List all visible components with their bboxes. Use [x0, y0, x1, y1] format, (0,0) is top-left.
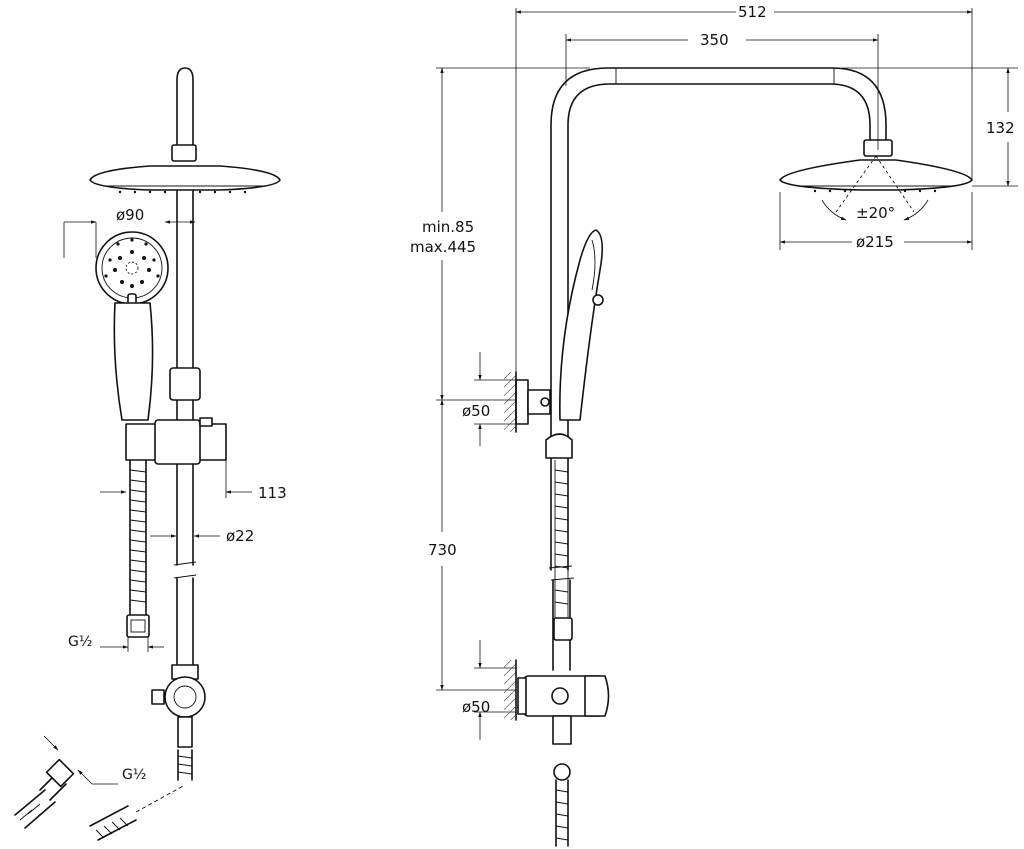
rail-height-min-label: min.85 [422, 218, 474, 236]
rail-diameter-label: ø22 [226, 527, 254, 545]
overall-width-label: 512 [738, 3, 767, 21]
head-height-label: 132 [986, 119, 1015, 137]
tilt-angle-label: ±20° [856, 204, 895, 222]
handshower-diameter-label: ø90 [116, 206, 144, 224]
rail-height-max-label: max.445 [410, 238, 476, 256]
thread-label-1: G½ [68, 634, 92, 650]
thread-label-2: G½ [122, 767, 146, 783]
side-view: ø90 113 ø22 G½ G½ [14, 67, 287, 841]
head-diameter-label: ø215 [856, 233, 894, 251]
arm-length-label: 350 [700, 31, 729, 49]
slider-depth-label: 113 [258, 484, 287, 502]
wall-distance-label: 730 [428, 541, 457, 559]
upper-bracket-diameter-label: ø50 [462, 402, 490, 420]
front-view: 512 350 132 ±20° ø215 min.85 max.445 730… [410, 3, 1018, 847]
lower-bracket-diameter-label: ø50 [462, 698, 490, 716]
